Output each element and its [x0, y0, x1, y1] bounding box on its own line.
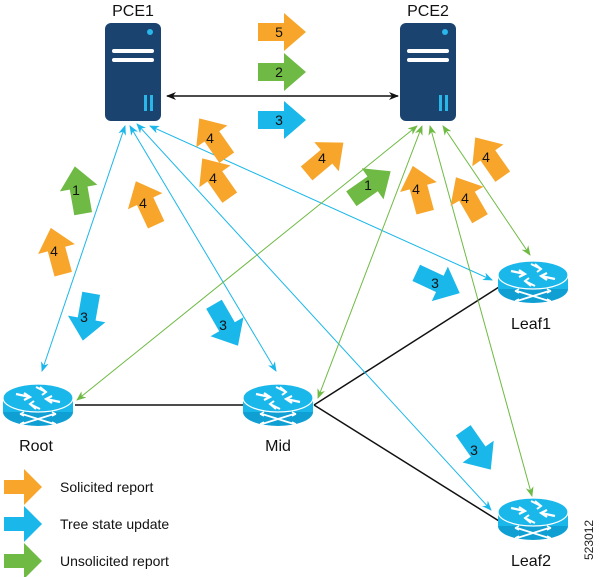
legend-label: Solicited report: [60, 479, 153, 495]
step-arrows: 5 2 3 4 4 4 1 4 3 3 4 1 4 4 4 3 3: [38, 13, 511, 470]
step-number: 3: [80, 309, 88, 325]
leaf2-label: Leaf2: [511, 553, 551, 570]
link-mid-leaf1: [313, 286, 500, 406]
step-number: 3: [219, 317, 227, 333]
step-arrow-unsolicited: 1: [59, 166, 98, 216]
step-arrow-tree-update: 3: [206, 299, 244, 346]
step-arrow-solicited: 4: [450, 177, 488, 224]
pce2-label: PCE2: [407, 3, 449, 20]
link-pce2-mid: [317, 125, 423, 399]
step-arrow-solicited: 4: [127, 181, 165, 229]
router-icon: [241, 382, 315, 428]
router-icon: [496, 259, 570, 305]
step-number: 1: [72, 182, 80, 198]
link-pce2-leaf1: [442, 125, 531, 256]
legend-item-unsolicited: Unsolicited report: [4, 543, 169, 577]
pce1-label: PCE1: [112, 3, 154, 20]
step-number: 3: [470, 442, 478, 458]
step-number: 4: [139, 195, 147, 211]
step-number: 4: [50, 243, 58, 259]
link-pce2-root: [76, 125, 418, 401]
step-number: 4: [209, 170, 217, 186]
step-arrow-tree-update: 3: [455, 425, 494, 470]
step-arrow-tree-update: 3: [258, 101, 306, 139]
leaf1-router[interactable]: Leaf1: [496, 259, 570, 333]
legend-item-tree-update: Tree state update: [4, 506, 169, 542]
step-arrow-tree-update: 3: [67, 291, 106, 341]
pce1-server[interactable]: PCE1: [105, 3, 161, 121]
step-number: 4: [412, 181, 420, 197]
step-number: 4: [206, 130, 214, 146]
root-label: Root: [19, 438, 53, 455]
leaf2-router[interactable]: Leaf2: [496, 496, 570, 570]
links: [41, 92, 534, 522]
step-number: 3: [431, 275, 439, 291]
mid-router[interactable]: Mid: [241, 382, 315, 455]
step-arrow-solicited: 4: [472, 137, 511, 182]
leaf1-label: Leaf1: [511, 316, 551, 333]
step-number: 4: [318, 150, 326, 166]
legend-label: Unsolicited report: [60, 553, 169, 569]
legend-arrow-icon: [4, 469, 42, 505]
step-arrow-tree-update: 3: [412, 264, 460, 302]
legend-item-solicited: Solicited report: [4, 469, 153, 505]
step-number: 2: [275, 64, 283, 80]
step-arrow-unsolicited: 2: [258, 53, 306, 91]
mid-label: Mid: [265, 438, 291, 455]
legend-label: Tree state update: [60, 516, 169, 532]
step-arrow-solicited: 4: [199, 158, 238, 203]
legend-arrow-icon: [4, 543, 42, 577]
pce2-server[interactable]: PCE2: [400, 3, 456, 121]
server-icon: [105, 23, 161, 121]
step-arrow-solicited: 4: [400, 165, 437, 215]
step-arrow-solicited: 4: [300, 142, 344, 181]
step-number: 3: [275, 112, 283, 128]
step-number: 5: [275, 24, 283, 40]
step-arrow-solicited: 5: [258, 13, 306, 51]
legend-arrow-icon: [4, 506, 42, 542]
router-icon: [1, 382, 75, 428]
figure-id: 523012: [582, 520, 596, 560]
root-router[interactable]: Root: [1, 382, 75, 455]
link-pce1-leaf2: [136, 123, 492, 511]
step-number: 4: [461, 190, 469, 206]
step-arrow-unsolicited: 1: [346, 168, 391, 207]
router-icon: [496, 496, 570, 542]
step-number: 4: [482, 149, 490, 165]
step-number: 1: [364, 177, 372, 193]
step-arrow-solicited: 4: [196, 118, 235, 163]
step-arrow-solicited: 4: [38, 227, 75, 277]
server-icon: [400, 23, 456, 121]
